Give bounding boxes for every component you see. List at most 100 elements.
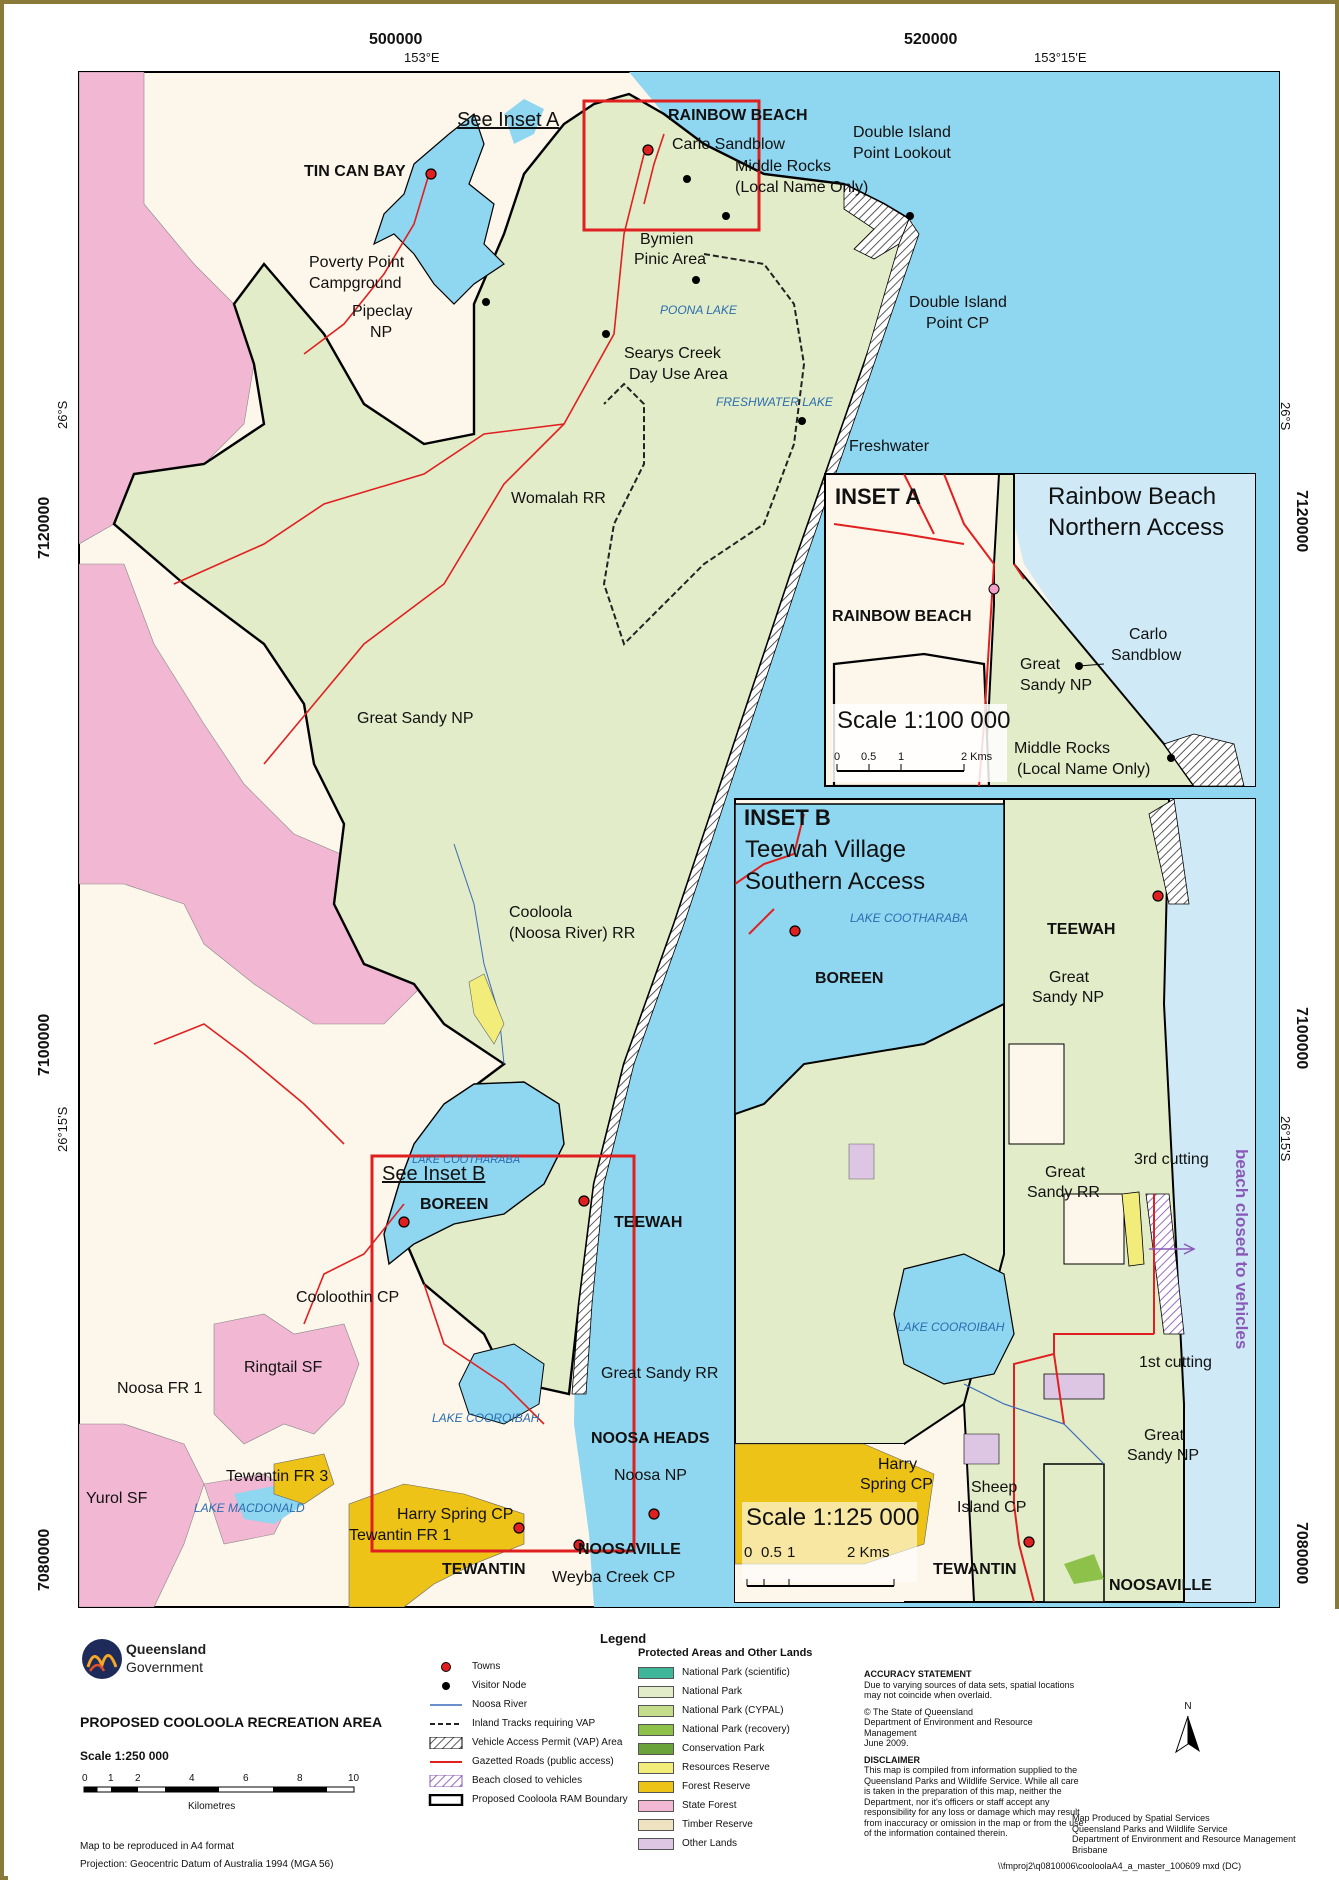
inset-a-carlo-1: Carlo [1129, 626, 1167, 643]
label-pipeclay-2: NP [370, 324, 392, 341]
legend-label: Noosa River [472, 1699, 528, 1710]
label-carlo-sandblow: Carlo Sandblow [672, 136, 785, 153]
grid-n7120000-left: 7120000 [36, 497, 53, 559]
inset-b[interactable]: INSET B Teewah Village Southern Access L… [734, 798, 1256, 1603]
inset-a-gs-np-1: Great [1020, 656, 1061, 673]
vap-icon [429, 1737, 463, 1749]
legend-label: Conservation Park [682, 1743, 765, 1754]
label-double-island-lookout-2: Point Lookout [853, 145, 951, 162]
logo-line-2: Government [126, 1659, 204, 1675]
legend-areas: Protected Areas and Other Lands National… [638, 1647, 848, 1855]
label-see-inset-b: See Inset B [382, 1163, 485, 1185]
legend-swatch [638, 1743, 674, 1755]
legend-swatch [638, 1705, 674, 1717]
scale-tick-8: 8 [297, 1773, 303, 1784]
grid-lat26-left: 26°S [55, 400, 70, 429]
inset-a[interactable]: INSET A Rainbow Beach Northern Access RA… [824, 473, 1256, 787]
inset-b-beach-closed: beach closed to vehicles [1232, 1149, 1251, 1349]
inset-a-middle-1: Middle Rocks [1014, 740, 1110, 757]
inset-b-title-2: Southern Access [745, 868, 925, 895]
great-sandy-np-area[interactable] [112, 92, 911, 1396]
inset-a-scalebar: 0 0.5 1 2 Kms [834, 751, 993, 772]
label-rainbow-beach: RAINBOW BEACH [668, 107, 808, 124]
town-icon [441, 1662, 451, 1672]
vap-beach-strip [571, 218, 920, 1395]
inset-b-gs-np-1: Great [1049, 969, 1090, 986]
grid-lat2615-right: 26°15'S [1278, 1116, 1293, 1162]
label-bymien-2: Pinic Area [634, 251, 706, 268]
grid-e500000-top: 500000 [369, 31, 422, 48]
legend-item: Other Lands [638, 1836, 848, 1855]
inset-a-tick-1: 1 [898, 751, 904, 763]
visitor-nodes [482, 175, 914, 425]
legend-label: Forest Reserve [682, 1781, 751, 1792]
legend-label: Resources Reserve [682, 1762, 770, 1773]
grid-n7080000-right: 7080000 [1293, 1522, 1310, 1584]
inset-a-title-1: Rainbow Beach [1048, 483, 1216, 510]
label-noosa-heads: NOOSA HEADS [591, 1430, 710, 1447]
label-double-island-lookout-1: Double Island [853, 124, 951, 141]
disclaimer-text: This map is compiled from information su… [864, 1765, 1084, 1838]
inset-b-sheep-2: Island CP [957, 1499, 1026, 1516]
label-cooloola-rr-1: Cooloola [509, 904, 572, 921]
label-bymien-1: Bymien [640, 231, 693, 248]
inset-b-gs-np-2: Sandy NP [1032, 989, 1104, 1006]
label-poona-lake: POONA LAKE [660, 303, 738, 317]
inset-a-label: INSET A [835, 484, 921, 509]
inset-b-tick-0: 0 [744, 1544, 752, 1561]
grid-lat26-right: 26°S [1278, 402, 1293, 431]
inset-b-box[interactable] [370, 1154, 636, 1553]
label-pipeclay-1: Pipeclay [352, 303, 412, 320]
accuracy-heading: ACCURACY STATEMENT [864, 1669, 972, 1679]
legend-label: National Park [682, 1686, 743, 1697]
legend-item: National Park (CYPAL) [638, 1703, 848, 1722]
legend-item: Inland Tracks requiring VAP [428, 1716, 638, 1735]
track-icon [430, 1723, 462, 1725]
map-footer: Queensland Government PROPOSED COOLOOLA … [8, 1609, 1339, 1880]
legend-item: Forest Reserve [638, 1779, 848, 1798]
legend-label: Towns [472, 1661, 501, 1672]
inset-a-gs-np-2: Sandy NP [1020, 677, 1092, 694]
river-icon [430, 1704, 462, 1706]
legend-swatch [638, 1800, 674, 1812]
inset-b-sheep-1: Sheep [971, 1479, 1017, 1496]
legend-label: State Forest [682, 1800, 737, 1811]
legend-item: National Park [638, 1684, 848, 1703]
grid-lon15315-top: 153°15'E [1034, 50, 1087, 65]
vap-double-island [843, 183, 910, 260]
grid-lat2615-left: 26°15'S [55, 1106, 70, 1152]
legend-label: National Park (CYPAL) [682, 1705, 784, 1716]
north-label: N [1184, 1701, 1192, 1712]
label-weyba: Weyba Creek CP [552, 1569, 675, 1586]
inset-b-tick-2: 2 Kms [847, 1544, 890, 1561]
label-lake-cootharaba: LAKE COOTHARABA [412, 1154, 520, 1166]
grid-n7120000-right: 7120000 [1293, 490, 1310, 552]
qld-logo: Queensland Government [80, 1637, 230, 1683]
map-frame: TIN CAN BAY RAINBOW BEACH See Inset A Ca… [36, 31, 1310, 1608]
inset-a-tick-2: 2 Kms [961, 751, 993, 763]
tin-can-bay-inlet [372, 112, 505, 305]
lake-cootharaba [383, 1081, 565, 1266]
inset-b-first-cutting: 1st cutting [1139, 1354, 1212, 1371]
label-ringtail: Ringtail SF [244, 1359, 322, 1376]
legend-label: Beach closed to vehicles [472, 1775, 583, 1786]
legend-item: Timber Reserve [638, 1817, 848, 1836]
inset-a-box[interactable] [582, 99, 761, 232]
inland-tracks [602, 253, 806, 646]
legend-swatch [638, 1781, 674, 1793]
legend-label: National Park (scientific) [682, 1667, 790, 1678]
label-freshwater: Freshwater [849, 438, 930, 455]
label-great-sandy-rr: Great Sandy RR [601, 1365, 718, 1382]
legend-label: Inland Tracks requiring VAP [472, 1718, 596, 1729]
producer-credit: Map Produced by Spatial Services Queensl… [1072, 1813, 1312, 1855]
grid-n7100000-left: 7100000 [36, 1014, 53, 1076]
inset-b-third-cutting: 3rd cutting [1134, 1151, 1209, 1168]
label-cooloothin: Cooloothin CP [296, 1289, 399, 1306]
inset-a-tick-0: 0 [834, 751, 840, 763]
copyright-dept: Department of Environment and Resource M… [864, 1717, 1033, 1738]
inset-a-tick-05: 0.5 [861, 751, 876, 763]
visitor-node-icon [442, 1682, 450, 1690]
inset-b-tewantin: TEWANTIN [933, 1561, 1017, 1578]
lake-cooroibah [458, 1343, 545, 1425]
inset-b-boreen: BOREEN [815, 970, 883, 987]
